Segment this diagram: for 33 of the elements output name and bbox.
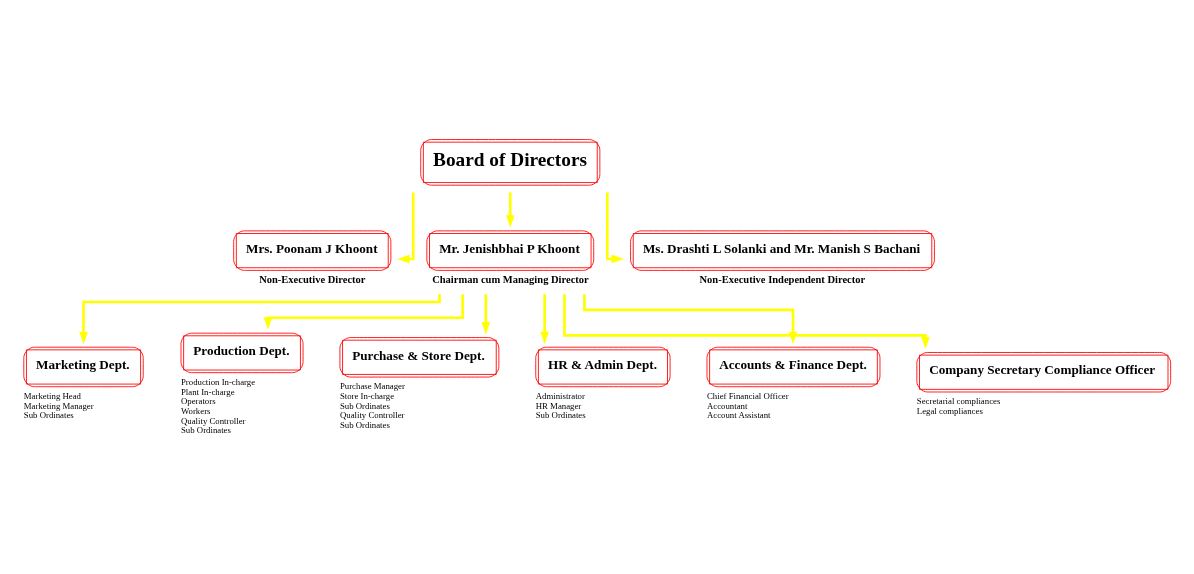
arrow	[263, 293, 464, 330]
node-label: Non-Executive Director	[259, 273, 366, 285]
arrow	[540, 293, 549, 344]
node-label: Store In-charge	[339, 390, 395, 401]
arrow	[481, 293, 491, 334]
node-label: Quality Controller	[339, 409, 405, 420]
node-label: Sub Ordinates	[339, 400, 390, 411]
node-label: Administrator	[535, 390, 585, 401]
node-label: Account Assistant	[706, 409, 771, 420]
node-label: Chairman cum Managing Director	[432, 273, 589, 285]
node-label: Marketing Manager	[23, 400, 94, 411]
node-label: Purchase Manager	[339, 380, 405, 391]
arrow	[563, 293, 930, 349]
arrow	[397, 191, 415, 263]
node-label: Sub Ordinates	[339, 419, 390, 430]
node-label: Production In-charge	[180, 376, 256, 387]
arrow	[505, 191, 515, 227]
node-label: Operators	[180, 395, 216, 406]
node-label: HR Manager	[535, 400, 582, 411]
node-label: Legal compliances	[916, 405, 983, 416]
node-label: Quality Controller	[180, 415, 246, 426]
arrow	[79, 293, 441, 344]
node-label: Non-Executive Independent Director	[699, 273, 866, 285]
node-label: Plant In-charge	[180, 386, 235, 397]
node-label: Workers	[180, 405, 211, 416]
arrow	[606, 191, 624, 263]
node-label: Secretarial compliances	[916, 395, 1001, 406]
node-label: Sub Ordinates	[180, 424, 231, 435]
node-label: Sub Ordinates	[23, 409, 74, 420]
node-label: Sub Ordinates	[535, 409, 586, 420]
node-label: Marketing Head	[23, 390, 82, 401]
node-label: Accountant	[706, 400, 748, 411]
node-label: Chief Financial Officer	[706, 390, 789, 401]
